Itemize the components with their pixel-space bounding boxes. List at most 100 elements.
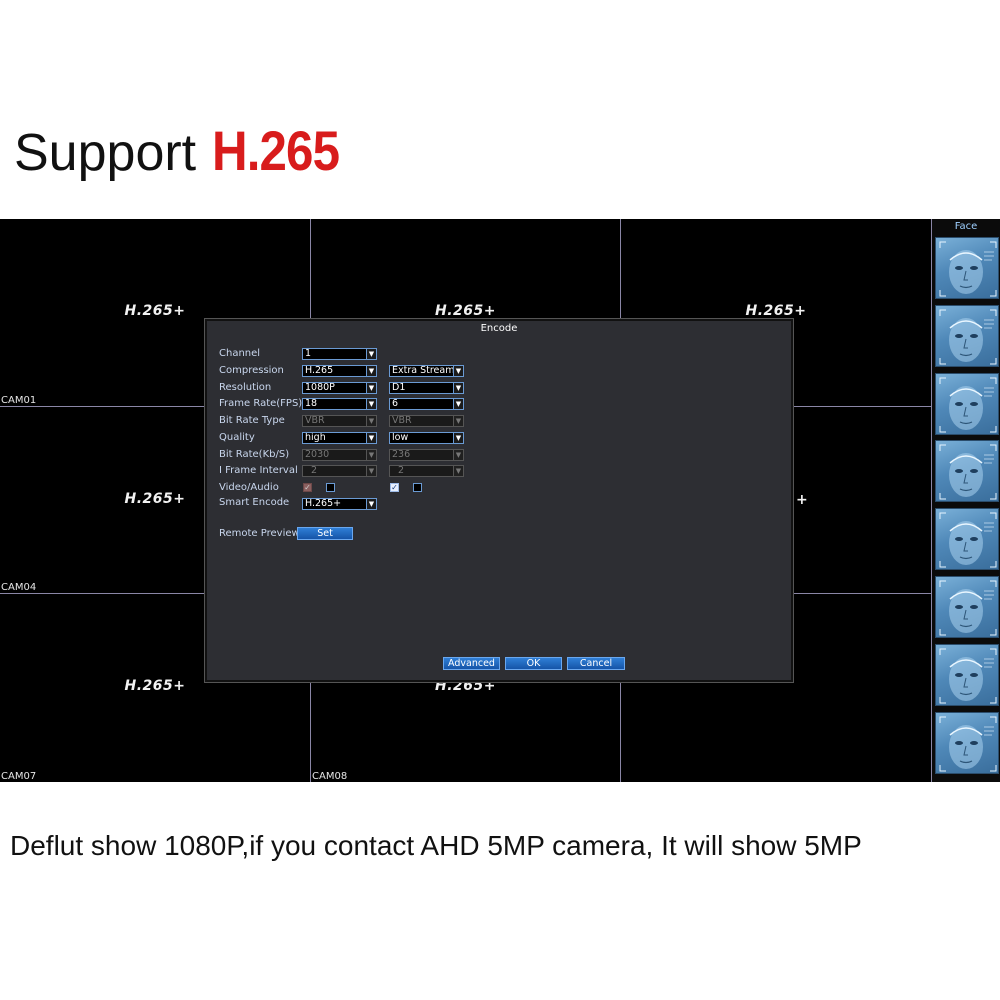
- extra-bit-rate-type-select: VBR ▼: [389, 415, 464, 427]
- extra-frame-rate-select[interactable]: 6▼: [389, 398, 464, 410]
- extra-audio-checkbox[interactable]: [413, 483, 422, 492]
- resolution-select[interactable]: 1080P▼: [302, 382, 377, 394]
- encode-dialog: Encode Channel Compression Resolution Fr…: [205, 319, 793, 682]
- extra-bit-rate-select: 236▼: [389, 449, 464, 461]
- frame-rate-select[interactable]: 18 ▼: [302, 398, 377, 410]
- frame-rate-label: Frame Rate(FPS): [219, 398, 303, 409]
- chevron-down-icon: ▼: [453, 433, 463, 443]
- face-panel-title: Face: [954, 221, 978, 232]
- headline-highlight: H.265: [212, 119, 340, 182]
- chevron-down-icon: ▼: [366, 366, 376, 376]
- extra-frame-rate-value: 6: [392, 398, 399, 409]
- codec-watermark: H.265+: [745, 303, 807, 319]
- remote-preview-set-button[interactable]: Set: [297, 527, 353, 540]
- advanced-button[interactable]: Advanced: [443, 657, 500, 670]
- camera-tile-1[interactable]: H.265+ CAM01: [0, 219, 311, 407]
- face-scan-icon: [939, 580, 997, 636]
- extra-quality-select[interactable]: low ▼: [389, 432, 464, 444]
- video-audio-label: Video/Audio: [219, 482, 279, 493]
- resolution-value: 1080P: [305, 382, 335, 393]
- channel-select[interactable]: 1▼: [302, 348, 377, 360]
- chevron-down-icon: ▼: [366, 349, 376, 359]
- chevron-down-icon: ▼: [366, 416, 376, 426]
- chevron-down-icon: ▼: [366, 466, 376, 476]
- camera-label: CAM07: [1, 771, 37, 782]
- codec-watermark: H.265+: [124, 678, 186, 694]
- chevron-down-icon: ▼: [453, 366, 463, 376]
- resolution-label: Resolution: [219, 382, 272, 393]
- check-icon: ✓: [304, 483, 311, 492]
- face-thumbnail[interactable]: [935, 237, 999, 299]
- face-thumbnail[interactable]: [935, 372, 999, 435]
- extra-bit-rate-type-value: VBR: [392, 415, 412, 426]
- smart-encode-label: Smart Encode: [219, 497, 290, 508]
- extra-resolution-select[interactable]: D1 ▼: [389, 382, 464, 394]
- bit-rate-value: 2030: [305, 449, 330, 460]
- face-thumbnail[interactable]: [935, 643, 999, 706]
- smart-encode-value: H.265+: [305, 498, 342, 509]
- quality-value: high: [305, 432, 326, 443]
- face-scan-icon: [939, 444, 997, 500]
- bit-rate-type-value: VBR: [305, 415, 325, 426]
- check-icon: ✓: [391, 483, 398, 492]
- chevron-down-icon: ▼: [366, 499, 376, 509]
- face-scan-icon: [939, 241, 997, 297]
- chevron-down-icon: ▼: [453, 416, 463, 426]
- quality-select[interactable]: high ▼: [302, 432, 377, 444]
- compression-label: Compression: [219, 365, 284, 376]
- dialog-title: Encode: [480, 323, 518, 334]
- headline-prefix: Support: [14, 124, 197, 182]
- chevron-down-icon: ▼: [453, 383, 463, 393]
- face-thumbnail[interactable]: [935, 508, 999, 571]
- compression-select[interactable]: H.265 ▼: [302, 365, 377, 377]
- extra-i-frame-select: 2▼: [389, 465, 464, 477]
- extra-video-checkbox[interactable]: ✓: [390, 483, 399, 492]
- codec-watermark: H.265+: [435, 303, 496, 319]
- bit-rate-label: Bit Rate(Kb/S): [219, 449, 290, 460]
- extra-stream-select[interactable]: Extra Stream▼: [389, 365, 464, 377]
- face-thumbnail[interactable]: [935, 711, 999, 774]
- main-audio-checkbox[interactable]: [326, 483, 335, 492]
- camera-label: CAM08: [312, 771, 348, 782]
- i-frame-select: 2▼: [302, 465, 377, 477]
- chevron-down-icon: ▼: [366, 450, 376, 460]
- face-scan-icon: [939, 309, 997, 365]
- quality-label: Quality: [219, 432, 255, 443]
- ok-button[interactable]: OK: [505, 657, 562, 670]
- camera-label: CAM04: [1, 582, 37, 593]
- bit-rate-select: 2030 ▼: [302, 449, 377, 461]
- face-scan-icon: [939, 716, 997, 772]
- i-frame-label: I Frame Interval: [219, 465, 298, 476]
- face-panel: Face: [932, 219, 1000, 782]
- frame-rate-value: 18: [305, 398, 318, 409]
- remote-preview-label: Remote Preview: [219, 528, 300, 539]
- compression-value: H.265: [305, 365, 334, 376]
- face-thumbnail[interactable]: [935, 576, 999, 638]
- face-thumbnail[interactable]: [935, 304, 999, 367]
- bit-rate-type-select: VBR ▼: [302, 415, 377, 427]
- dvr-screen: H.265+ CAM01 H.265+ H.265+ H.265+ CAM04 …: [0, 219, 1000, 782]
- codec-watermark: H.265+: [435, 678, 496, 694]
- face-scan-icon: [939, 648, 997, 704]
- headline: Support H.265: [14, 118, 357, 188]
- extra-stream-value: Extra Stream: [392, 365, 455, 376]
- extra-i-frame-value: 2: [398, 465, 405, 476]
- channel-value: 1: [305, 348, 312, 359]
- bit-rate-type-label: Bit Rate Type: [219, 415, 285, 426]
- camera-tile-8[interactable]: H.265+ CAM08: [311, 594, 621, 782]
- camera-label: CAM01: [1, 395, 37, 406]
- smart-encode-select[interactable]: H.265+ ▼: [302, 498, 377, 510]
- face-scan-icon: [939, 512, 997, 568]
- extra-quality-value: low: [392, 432, 409, 443]
- i-frame-value: 2: [311, 465, 318, 476]
- cancel-button[interactable]: Cancel: [567, 657, 625, 670]
- face-thumbnail[interactable]: [935, 440, 999, 503]
- chevron-down-icon: ▼: [366, 433, 376, 443]
- watermark-fragment: +: [796, 492, 808, 508]
- chevron-down-icon: ▼: [366, 399, 376, 409]
- camera-tile-7[interactable]: H.265+ CAM07: [0, 594, 311, 782]
- extra-resolution-value: D1: [392, 382, 406, 393]
- channel-label: Channel: [219, 348, 261, 359]
- codec-watermark: H.265+: [124, 491, 186, 507]
- camera-tile-9[interactable]: [621, 594, 932, 782]
